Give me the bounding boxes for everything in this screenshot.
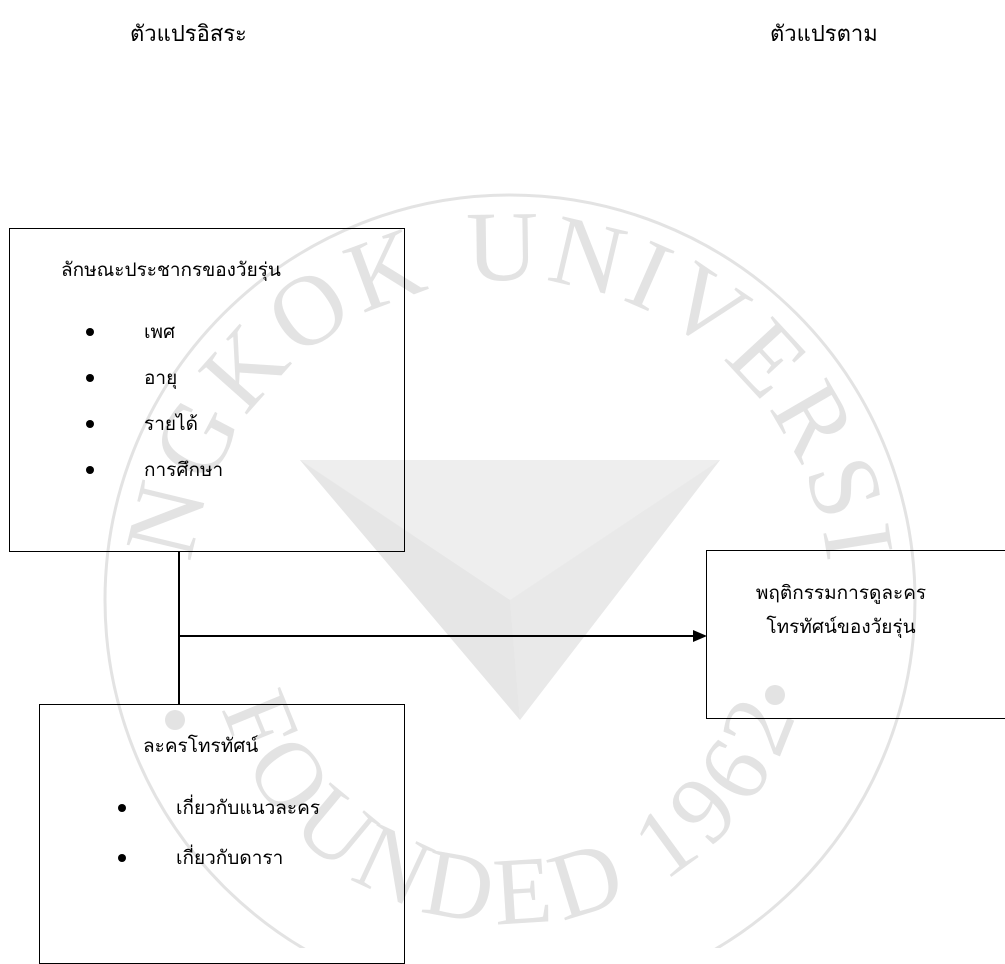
bullet-icon	[118, 804, 126, 812]
viewing-behavior-line-1: พฤติกรรมการดูละคร	[755, 582, 927, 604]
list-item: เกี่ยวกับแนวละคร	[118, 783, 320, 833]
demographics-item-label: รายได้	[144, 413, 198, 435]
demographics-list: เพศ อายุ รายได้ การศึกษา	[86, 309, 223, 493]
bullet-icon	[86, 374, 94, 382]
tv-drama-list: เกี่ยวกับแนวละคร เกี่ยวกับดารา	[118, 783, 320, 883]
tv-drama-item-label: เกี่ยวกับดารา	[176, 847, 284, 869]
viewing-behavior-box: พฤติกรรมการดูละคร โทรทัศน์ของวัยรุ่น	[706, 550, 1005, 719]
list-item: การศึกษา	[86, 447, 223, 493]
list-item: อายุ	[86, 355, 223, 401]
list-item: เกี่ยวกับดารา	[118, 833, 320, 883]
demographics-box: ลักษณะประชากรของวัยรุ่น เพศ อายุ รายได้ …	[9, 228, 405, 552]
bullet-icon	[118, 854, 126, 862]
demographics-box-title: ลักษณะประชากรของวัยรุ่น	[61, 259, 281, 281]
bullet-icon	[86, 328, 94, 336]
independent-variable-heading: ตัวแปรอิสระ	[130, 22, 247, 47]
viewing-behavior-text: พฤติกรรมการดูละคร โทรทัศน์ของวัยรุ่น	[707, 576, 975, 644]
dependent-variable-heading: ตัวแปรตาม	[770, 22, 878, 47]
tv-drama-box: ละครโทรทัศน์ เกี่ยวกับแนวละคร เกี่ยวกับด…	[39, 704, 405, 964]
demographics-item-label: เพศ	[144, 321, 176, 343]
tv-drama-box-title: ละครโทรทัศน์	[143, 735, 259, 757]
demographics-item-label: การศึกษา	[144, 459, 224, 481]
tv-drama-item-label: เกี่ยวกับแนวละคร	[176, 797, 321, 819]
demographics-item-label: อายุ	[144, 367, 178, 389]
bullet-icon	[86, 420, 94, 428]
list-item: เพศ	[86, 309, 223, 355]
bullet-icon	[86, 466, 94, 474]
viewing-behavior-line-2: โทรทัศน์ของวัยรุ่น	[766, 616, 916, 638]
list-item: รายได้	[86, 401, 223, 447]
